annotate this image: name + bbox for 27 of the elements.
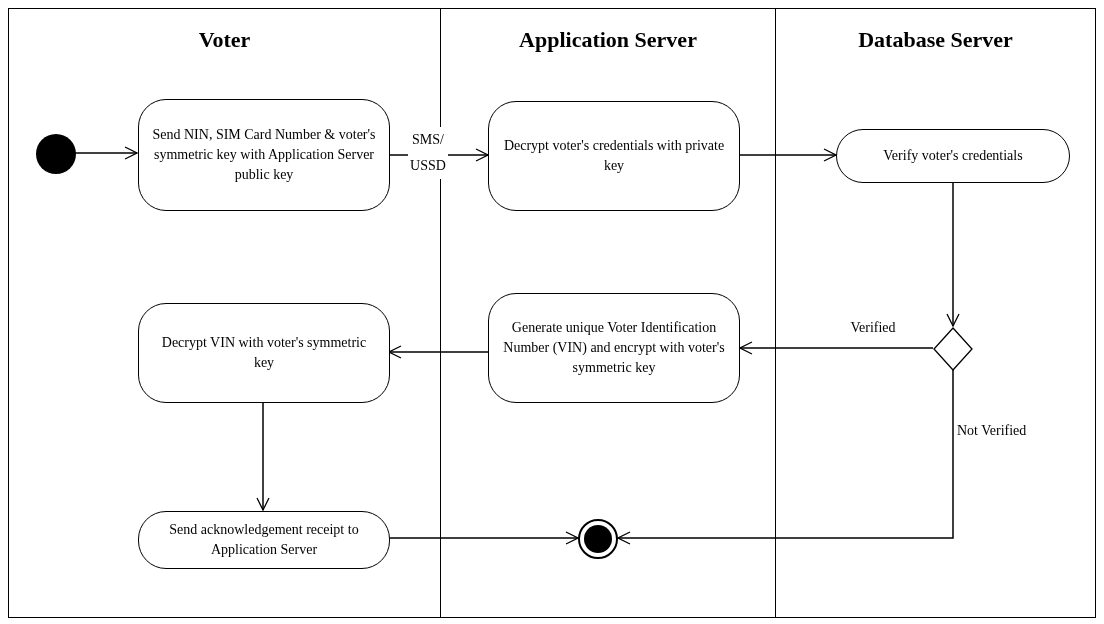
activity-text: Decrypt voter's credentials with private key [502,137,726,175]
lane-title: Voter [197,26,252,54]
edge-label: SMS/ USSD [408,127,448,179]
arrow [739,341,934,355]
arrow [388,345,489,359]
activity-text: Send NIN, SIM Card Number & voter's symmetric key with Application Server public key [151,126,377,184]
activity-box [488,293,740,403]
activity-box [138,99,390,211]
activity-box [488,101,740,211]
start-node [36,134,76,174]
activity-text: Verify voter's credentials [883,147,1023,165]
lane-title: Database Server [857,26,1014,54]
activity-text: Send acknowledgement receipt to Application Server [168,521,360,559]
activity-box [836,129,1070,183]
arrow [946,181,960,327]
decision-diamond [933,327,973,371]
lane-title: Application Server [518,26,698,54]
arrow [74,146,138,160]
arrow [739,148,837,162]
activity-text: Generate unique Voter Identification Number (VIN) and encrypt with voter's symmetric key [502,319,726,377]
arrow [256,401,270,511]
activity-text: Decrypt VIN with voter's symmetric key [160,334,368,372]
arrow [617,369,954,545]
end-node [578,519,618,559]
activity-box [138,511,390,569]
arrow [388,531,579,545]
activity-box [138,303,390,403]
